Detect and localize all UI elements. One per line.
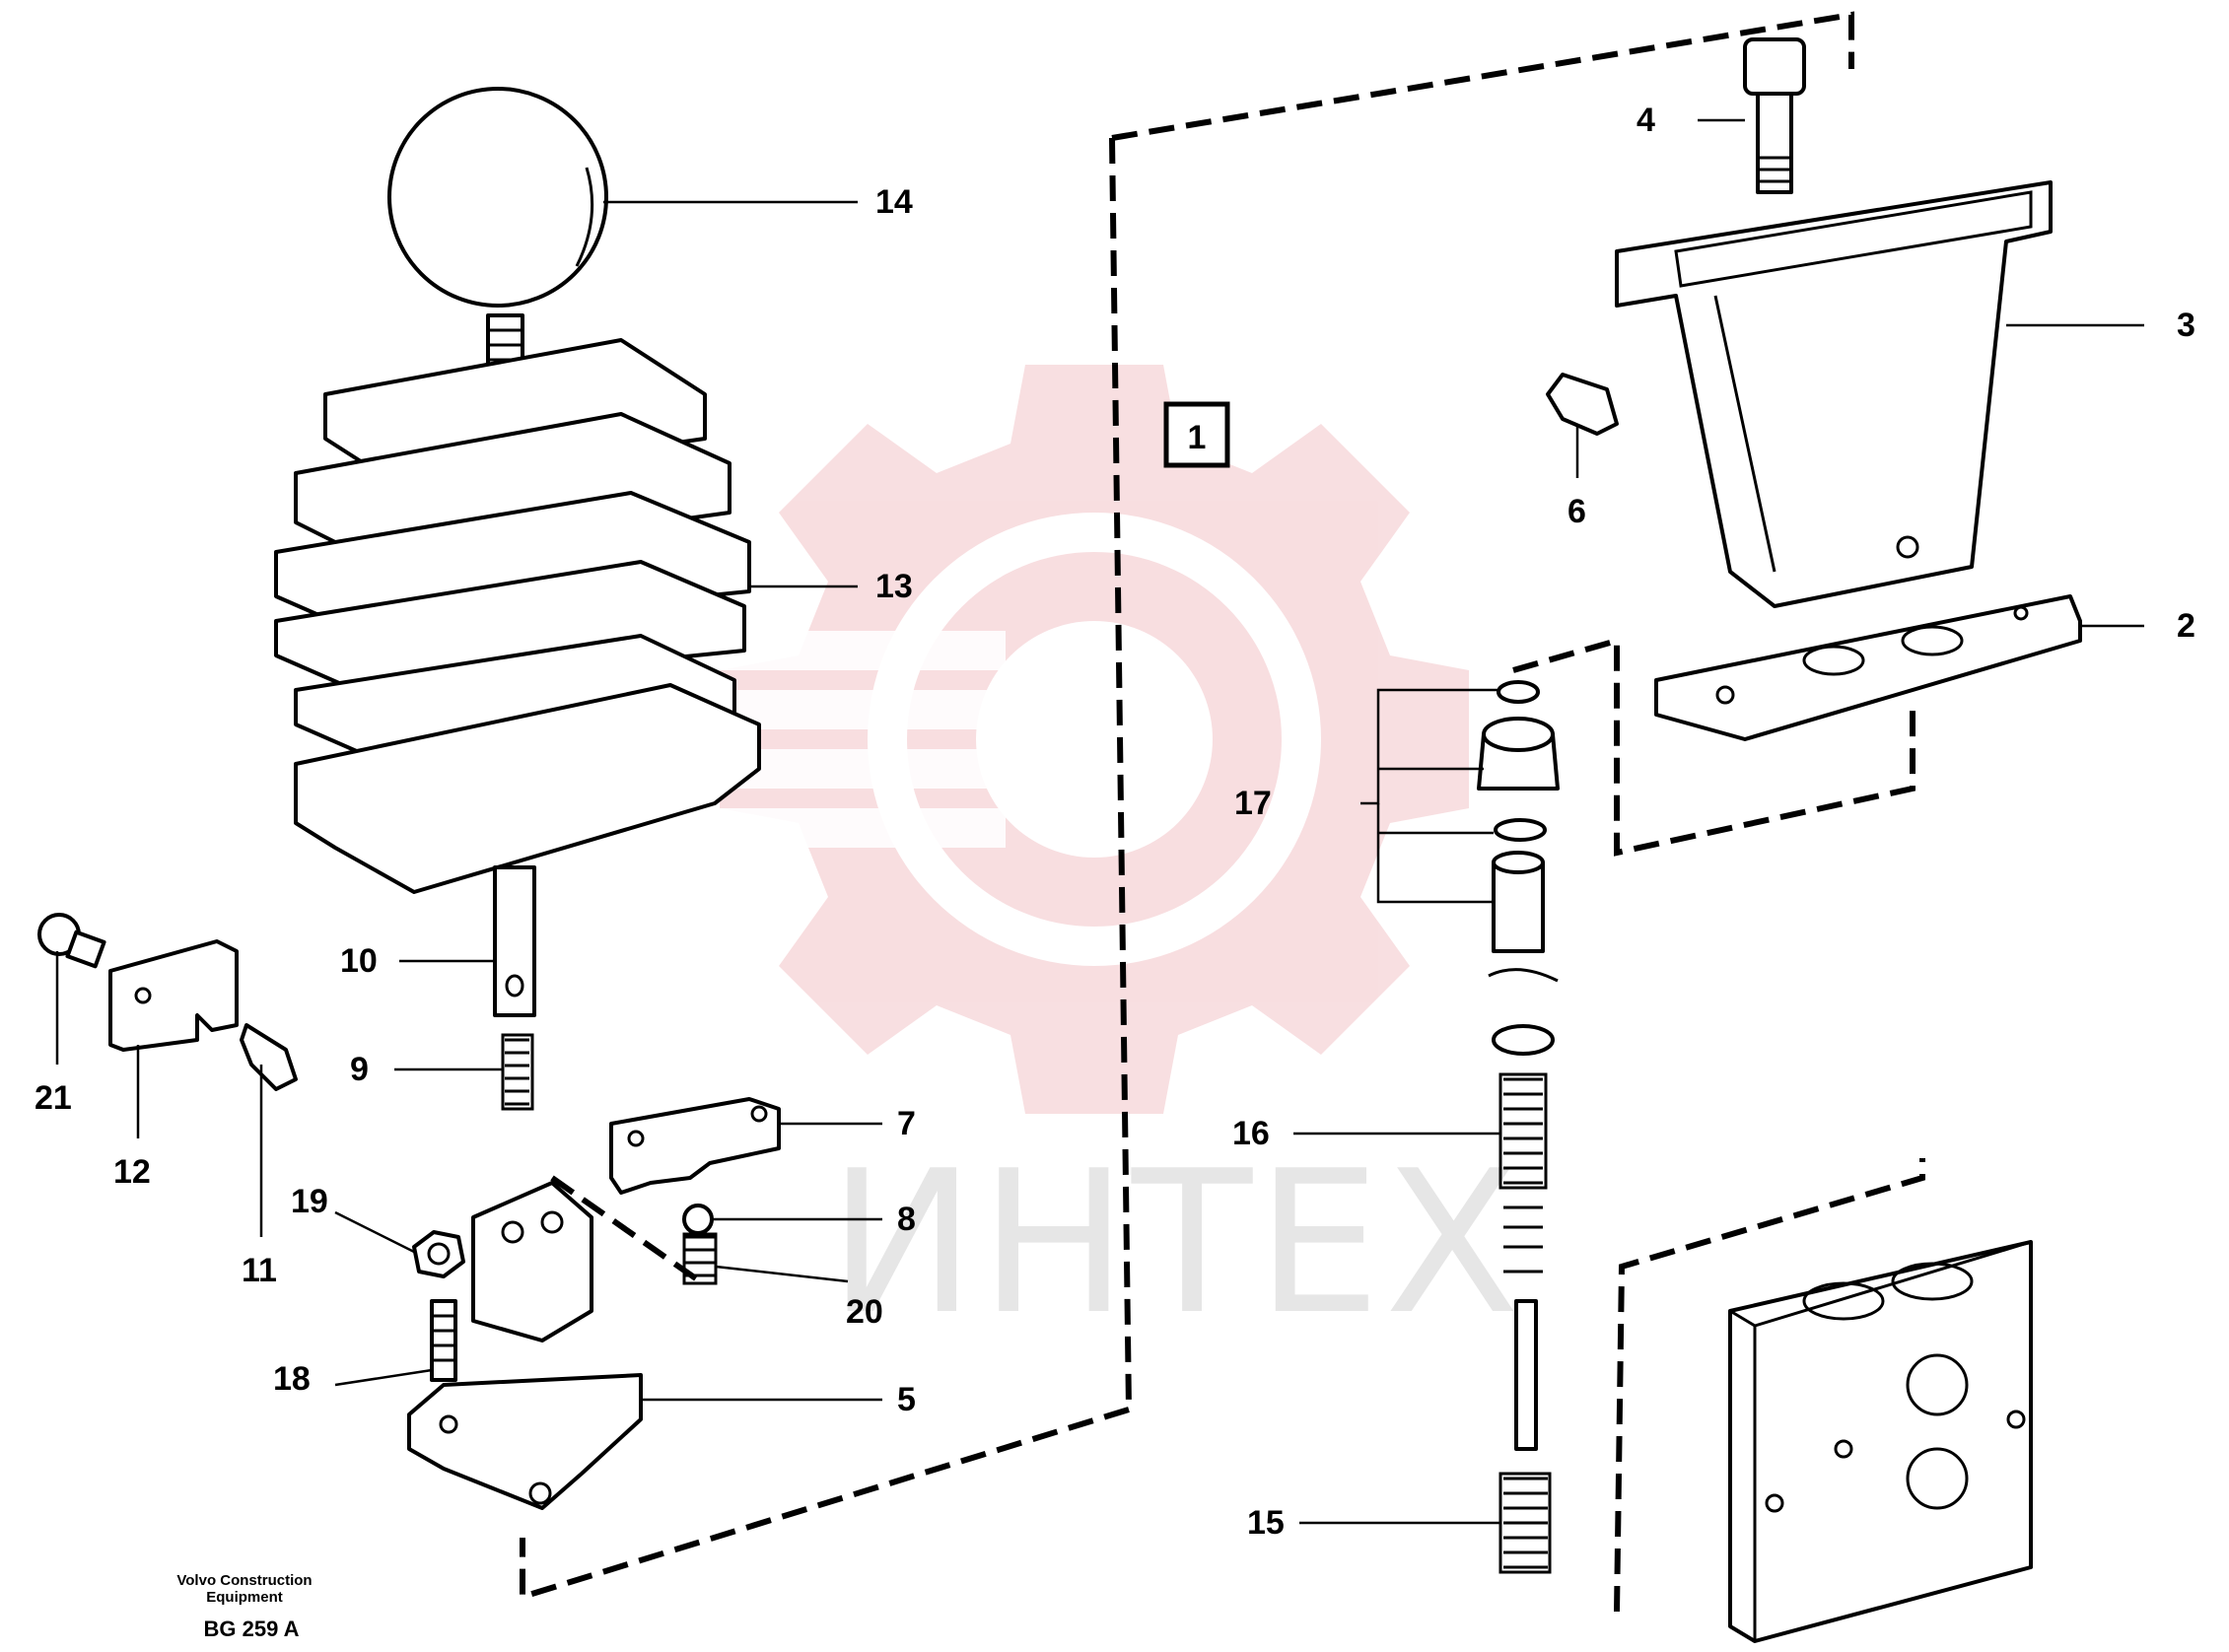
part-17-seal-kit [1477, 680, 1560, 953]
leader-lines [55, 118, 2144, 1525]
caption-drawing-code: BG 259 A [203, 1617, 299, 1641]
callout-labels: 14 13 10 9 7 8 20 5 18 19 11 12 21 4 3 6… [35, 102, 2195, 1542]
callout-8: 8 [897, 1201, 916, 1238]
part-3-housing [1615, 180, 2053, 608]
part-8-ball [682, 1204, 714, 1235]
part-9-spring [501, 1033, 534, 1111]
group-label: 1 [1163, 401, 1230, 468]
callout-17: 17 [1234, 785, 1272, 822]
callout-12: 12 [113, 1153, 151, 1191]
callout-19: 19 [291, 1183, 328, 1220]
part-16-spring-assembly [1488, 968, 1559, 1273]
callout-18: 18 [273, 1360, 311, 1398]
part-21-screw [37, 913, 106, 969]
part-18-stud [430, 1299, 457, 1382]
callout-7: 7 [897, 1105, 916, 1142]
part-5-lever-base [407, 1181, 643, 1510]
part-7-bracket [609, 1097, 781, 1195]
caption-company-line2: Equipment [206, 1589, 283, 1606]
group-boundary-lines [520, 11, 1925, 1613]
part-19-nut [412, 1230, 465, 1278]
callout-15: 15 [1247, 1504, 1285, 1542]
callout-21: 21 [35, 1079, 72, 1117]
callout-9: 9 [350, 1051, 369, 1088]
drawing-caption: Volvo Construction Equipment BG 259 A [176, 1572, 312, 1641]
watermark-gear-logo [710, 365, 1469, 1114]
callout-10: 10 [340, 942, 378, 980]
callout-11: 11 [242, 1252, 277, 1289]
part-15-spring [1498, 1299, 1552, 1574]
caption-company-line1: Volvo Construction [176, 1572, 312, 1589]
watermark-text: ИНТЕХ [828, 1129, 1524, 1358]
part-12-plate [108, 939, 239, 1052]
svg-text:1: 1 [1188, 419, 1207, 456]
part-11-pin [240, 1023, 298, 1091]
part-2-plate [1654, 594, 2082, 741]
callout-20: 20 [846, 1293, 883, 1331]
callout-13: 13 [875, 568, 913, 605]
callout-14: 14 [875, 183, 913, 221]
part-14-knob [387, 87, 608, 396]
callout-5: 5 [897, 1381, 916, 1418]
valve-body [1728, 1240, 2033, 1643]
callout-4: 4 [1637, 102, 1655, 139]
callout-3: 3 [2177, 307, 2195, 344]
callout-6: 6 [1567, 493, 1586, 530]
part-13-bellows-boot [274, 338, 761, 894]
callout-2: 2 [2177, 607, 2195, 645]
part-6-pin [1546, 373, 1619, 436]
part-4-bolt [1743, 37, 1806, 194]
callout-16: 16 [1232, 1115, 1270, 1152]
part-20-spring [682, 1232, 718, 1285]
part-10-lever-shaft [493, 865, 536, 1017]
